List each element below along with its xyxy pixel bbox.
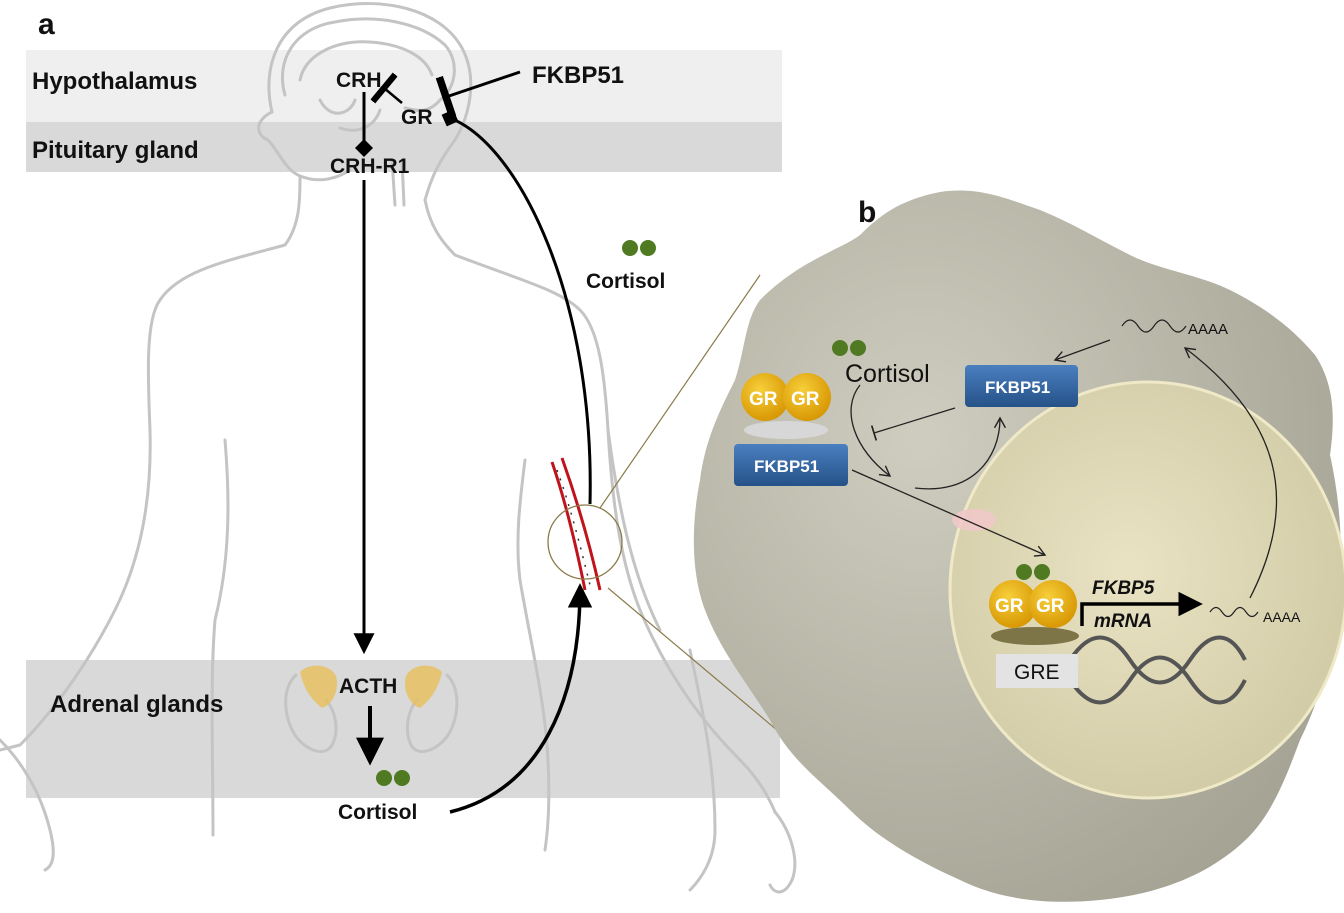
mrna-export-arrow [1183,347,1278,599]
fkbp51-release-arrow [914,416,1007,490]
gr-inhibits-crh [370,72,403,104]
hypothalamus-band [26,50,782,122]
cortisol-cytoplasm-label: Cortisol [845,360,930,388]
gr-sphere-right-nuc [1029,580,1077,628]
gr-left-nuc-label: GR [995,596,1024,617]
cortisol-molecule-nucleus [1016,564,1050,580]
vessel-to-gr-feedback [441,109,592,505]
mrna-nucleus-squiggle [1209,606,1259,618]
gr-label: GR [401,106,433,129]
gr-sphere-right-cyto [783,373,831,421]
crh-label: CRH [336,69,382,92]
adrenal-label: Adrenal glands [50,691,223,718]
gr-sphere-left-nuc [989,580,1037,628]
polya-nucleus-label: AAAA [1263,609,1301,625]
gr-sphere-left-cyto [741,373,789,421]
cortisol-molecule-cytoplasm [832,340,866,356]
gre-box [996,654,1078,688]
translation-arrow [1053,339,1111,363]
hsp-platform [744,421,828,439]
mrna-label: mRNA [1094,611,1152,632]
zoom-circle [547,504,623,580]
zoom-line-top [599,274,761,509]
mrna-cytoplasm-squiggle [1121,319,1187,333]
nuclear-pore [952,509,996,531]
pituitary-band [26,122,782,172]
fkbp51-inhibits-gr [435,70,521,119]
gre-label: GRE [1014,661,1060,684]
panel-a-letter: a [38,8,55,41]
adrenal-gland-right [404,665,442,708]
gr-left-cyto-label: GR [749,389,778,410]
crh-r1-label: CRH-R1 [330,155,410,178]
cortisol-molecule-blood [622,240,656,256]
adrenal-gland-left [300,665,338,708]
cortisol-molecule-adrenal [376,770,410,786]
hypothalamus-label: Hypothalamus [32,68,197,95]
fkbp51-cytoplasm-label: FKBP51 [985,378,1050,397]
gr-translocation-arrow [851,469,1047,557]
gr-right-nuc-label: GR [1036,596,1065,617]
transcription-arrow [1080,591,1203,626]
acth-label: ACTH [339,675,397,698]
fkbp51-cytoplasm-box [965,365,1078,407]
fkbp51-complex-box [734,444,848,486]
fkbp51-label: FKBP51 [532,62,624,89]
polya-cytoplasm-label: AAAA [1188,321,1228,338]
cortisol-to-vessel-arrow [449,583,593,814]
cortisol-binds-gr-arrow [850,384,892,477]
cortisol-blood-label: Cortisol [586,270,665,293]
fkbp51-inhibits-gr-b [870,407,956,441]
gr-right-cyto-label: GR [791,389,820,410]
gr-nuclear-platform [991,627,1079,645]
nucleus [948,380,1344,800]
cortisol-adrenal-label: Cortisol [338,801,417,824]
fkbp5-gene-label: FKBP5 [1092,578,1155,599]
human-silhouette [0,2,797,894]
fkbp51-complex-label: FKBP51 [754,457,819,476]
panel-b-letter: b [858,196,876,229]
pituitary-label: Pituitary gland [32,137,199,164]
blood-vessel [550,457,602,591]
